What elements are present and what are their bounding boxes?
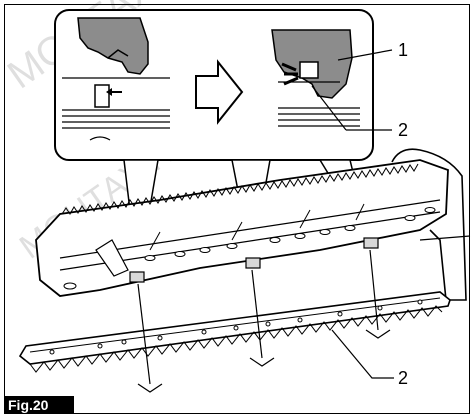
callout-2-bottom: 2 [398,368,408,388]
right-detail [271,29,393,131]
blade-cover [35,159,449,297]
detail-inset [54,9,393,161]
blade [18,291,451,373]
callout-1: 1 [398,40,408,60]
alignment-leaders [137,249,391,393]
callout-2-top: 2 [398,120,408,140]
tool-handle [391,148,467,301]
left-detail [62,17,170,141]
figure-label: Fig.20 [4,396,74,414]
callout-2-leader [331,329,394,379]
arrow-icon [195,59,244,125]
